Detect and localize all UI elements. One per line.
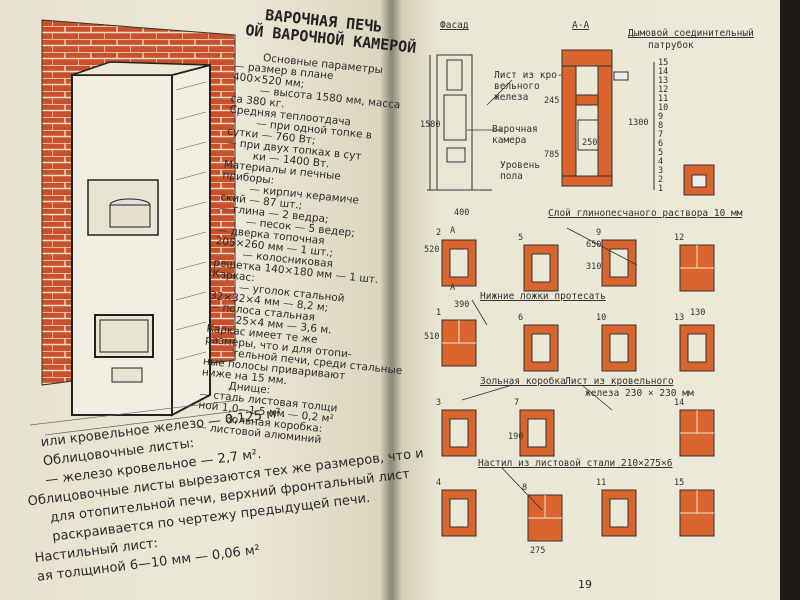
course-number-label: 10 bbox=[596, 313, 607, 323]
dim-190: 190 bbox=[508, 432, 524, 442]
label-roof-sheet: Лист из кровельного bbox=[565, 376, 674, 387]
dim-400: 400 bbox=[454, 208, 470, 218]
row-scale-number: 12 bbox=[658, 85, 669, 95]
row-scale-number: 9 bbox=[658, 112, 664, 122]
course-plan-4 bbox=[441, 489, 477, 537]
row-scale-number: 2 bbox=[658, 175, 664, 185]
course-number-label: 13 bbox=[674, 313, 685, 323]
course-plan-7 bbox=[519, 409, 555, 457]
course-number-label: 7 bbox=[514, 398, 520, 408]
course-plan-3 bbox=[441, 409, 477, 457]
dim-130: 130 bbox=[690, 308, 706, 318]
dim-a-top: A bbox=[450, 226, 456, 236]
label-clay-layer: Слой глинопесчаного раствора 10 мм bbox=[548, 208, 743, 219]
course-plan-5 bbox=[523, 244, 559, 292]
stove-front bbox=[71, 74, 173, 416]
course-number-label: 9 bbox=[596, 228, 602, 238]
course-number-label: 15 bbox=[674, 478, 685, 488]
course-plan-15 bbox=[679, 489, 715, 537]
row-scale-number: 8 bbox=[658, 121, 664, 131]
label-chimney: Дымовой соединительный bbox=[628, 28, 754, 39]
label-floor: Уровень bbox=[500, 160, 541, 171]
label-roof-sheet-2: железа 230 × 230 мм bbox=[585, 388, 694, 399]
label-chamber: Варочная bbox=[492, 124, 538, 135]
dim-310: 310 bbox=[586, 262, 602, 272]
row-scale-number: 14 bbox=[658, 67, 669, 77]
dim-1580: 1580 bbox=[420, 120, 441, 130]
ash-box bbox=[111, 367, 143, 383]
label-facade: Фасад bbox=[440, 20, 469, 31]
label-lower-spoons: Нижние ложки протесать bbox=[480, 291, 606, 302]
row-scale-number: 3 bbox=[658, 166, 664, 176]
label-sheet-2: вельного bbox=[494, 81, 540, 92]
course-number-label: 6 bbox=[518, 313, 524, 323]
course-plan-8 bbox=[527, 494, 563, 542]
course-number-label: 14 bbox=[674, 398, 685, 408]
course-number-label: 1 bbox=[436, 308, 442, 318]
fire-door bbox=[94, 314, 154, 358]
technical-drawings bbox=[427, 49, 715, 542]
course-plan-13 bbox=[679, 324, 715, 372]
course-plan-9 bbox=[601, 239, 637, 287]
course-plan-1 bbox=[441, 319, 477, 367]
dim-785: 785 bbox=[544, 150, 560, 160]
course-plan-10 bbox=[601, 324, 637, 372]
course-plan-11 bbox=[601, 489, 637, 537]
section-drawing bbox=[561, 49, 629, 187]
dim-a-bottom: A bbox=[450, 283, 456, 293]
label-chimney-2: патрубок bbox=[648, 40, 694, 51]
page-number: 19 bbox=[578, 578, 592, 591]
row-scale-number: 5 bbox=[658, 148, 664, 158]
course-plan-6 bbox=[523, 324, 559, 372]
course-number-label: 12 bbox=[674, 233, 685, 243]
label-sheet-3: железа bbox=[494, 92, 529, 103]
course-number-label: 11 bbox=[596, 478, 607, 488]
row-scale-number: 7 bbox=[658, 130, 664, 140]
dim-510: 510 bbox=[424, 332, 440, 342]
course-number-label: 3 bbox=[436, 398, 442, 408]
row-scale-number: 10 bbox=[658, 103, 669, 113]
dim-520: 520 bbox=[424, 245, 440, 255]
label-ash-box: Зольная коробка bbox=[480, 376, 566, 387]
label-steel-plate: Настил из листовой стали 210×275×6 bbox=[478, 458, 673, 469]
row-scale-number: 15 bbox=[658, 58, 669, 68]
course-plan-2 bbox=[441, 239, 477, 287]
book-gutter bbox=[380, 0, 402, 600]
facade-drawing bbox=[436, 54, 473, 191]
course-plan-14 bbox=[679, 409, 715, 457]
course-plan-12 bbox=[679, 244, 715, 292]
course-number-label: 4 bbox=[436, 478, 442, 488]
row-scale-number: 6 bbox=[658, 139, 664, 149]
label-sheet: Лист из кро- bbox=[494, 70, 563, 81]
row-scale-number: 11 bbox=[658, 94, 669, 104]
row-scale-number: 4 bbox=[658, 157, 664, 167]
course-number-label: 5 bbox=[518, 233, 524, 243]
stove-illustration bbox=[29, 19, 246, 436]
label-section: А-А bbox=[572, 20, 590, 31]
course-number-label: 2 bbox=[436, 228, 442, 238]
dim-390: 390 bbox=[454, 300, 470, 310]
dim-275: 275 bbox=[530, 546, 546, 556]
row-scale-number: 13 bbox=[658, 76, 669, 86]
course-number-label: 8 bbox=[522, 483, 528, 493]
dim-245: 245 bbox=[544, 96, 560, 106]
label-floor-2: пола bbox=[500, 171, 523, 182]
dim-650: 650 bbox=[586, 240, 602, 250]
row-scale-number: 1 bbox=[658, 184, 664, 194]
dim-1300: 1300 bbox=[628, 118, 649, 128]
dim-250: 250 bbox=[582, 138, 598, 148]
label-chamber-2: камера bbox=[492, 135, 527, 146]
